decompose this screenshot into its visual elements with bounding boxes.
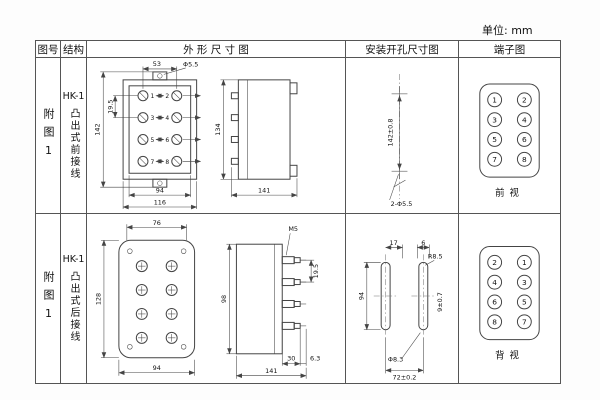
dim-slot-height: 94 <box>357 292 365 300</box>
relay-front-view <box>122 71 198 188</box>
terminal-view-label: 前视 <box>495 187 524 199</box>
terminal-pin: 3 <box>522 278 527 287</box>
terminal-pin: 3 <box>492 115 497 124</box>
dim-height: 128 <box>94 293 102 305</box>
terminal-number: 3 <box>151 115 155 122</box>
dim-offset-small: 6 <box>421 239 425 247</box>
relay-side-view <box>230 79 298 180</box>
dim-top-width: 53 <box>153 60 161 68</box>
terminal-pin: 4 <box>522 115 527 124</box>
terminal-pin: 7 <box>492 155 497 164</box>
terminal-pin: 8 <box>522 155 527 164</box>
terminal-number: 2 <box>165 93 169 100</box>
dim-side-height: 134 <box>214 123 222 135</box>
row1-mounting-cell: 142±0.8 2-Φ5.5 <box>346 58 459 214</box>
dim-width-inner: 94 <box>156 187 164 195</box>
terminal-pin: 7 <box>522 317 527 326</box>
terminal-number: 1 <box>151 93 155 100</box>
dim-side-width: 141 <box>258 187 270 195</box>
dim-stud-length: 30 <box>287 355 295 363</box>
row2-structure: 凸出式后接线 <box>68 271 79 343</box>
row1-terminal-cell: 1 3 5 7 2 4 6 8 前视 <box>459 58 560 214</box>
terminal-pin: 5 <box>522 298 527 307</box>
row1-terminal-diagram: 1 3 5 7 2 4 6 8 前视 <box>479 83 540 199</box>
dim-screw: M5 <box>288 225 298 233</box>
header-mounting: 安装开孔尺寸图 <box>346 41 459 58</box>
dim-side-height: 98 <box>220 295 228 303</box>
terminal-pin: 5 <box>492 135 497 144</box>
relay-side-view-rear <box>235 243 307 355</box>
spec-table: 图号 结构 外 形 尺 寸 图 安装开孔尺寸图 端子图 附图1 HK-1 凸出式… <box>35 40 561 384</box>
row1-outline-drawing: 1 2 3 4 5 6 <box>94 60 298 210</box>
terminal-number: 7 <box>151 159 155 166</box>
header-fig-no: 图号 <box>36 41 61 58</box>
dim-slot-width: 9±0.7 <box>436 292 444 312</box>
terminal-pin: 6 <box>492 298 497 307</box>
terminal-outline <box>479 83 540 178</box>
terminal-number: 6 <box>165 137 169 144</box>
dim-width-outer: 116 <box>154 199 166 207</box>
header-terminal: 端子图 <box>459 41 560 58</box>
terminal-number: 5 <box>151 137 155 144</box>
dim-radius: R8.5 <box>428 252 443 260</box>
terminal-number: 8 <box>165 159 169 166</box>
dim-offset: 17 <box>389 239 397 247</box>
row2-mounting-cell: 17 6 94 R8.5 9±0.7 Φ8.3 72 <box>346 214 459 383</box>
dim-stud-pitch: 19.5 <box>312 264 320 278</box>
row2-model: HK-1 <box>62 254 85 265</box>
terminal-pin: 1 <box>492 96 497 105</box>
dim-slot-spacing: 72±0.2 <box>393 373 417 381</box>
row2-outline-cell: 76 128 94 <box>87 214 346 383</box>
terminal-pin: 8 <box>492 317 497 326</box>
terminal-pin: 4 <box>492 278 497 287</box>
dim-tip: 6.3 <box>310 355 320 363</box>
mount-hole-top <box>157 73 163 79</box>
row1-structure: 凸出式前接线 <box>68 108 79 180</box>
terminal-pin: 6 <box>522 135 527 144</box>
row2-structure-cell: HK-1 凸出式后接线 <box>61 214 87 383</box>
row1-mounting-drawing: 142±0.8 2-Φ5.5 <box>387 74 413 208</box>
row1-model: HK-1 <box>62 91 85 102</box>
mount-hole-bottom <box>157 180 163 186</box>
relay-rear-view <box>118 239 196 359</box>
row2-mounting-drawing: 17 6 94 R8.5 9±0.7 Φ8.3 72 <box>357 239 444 381</box>
row2-terminal-diagram: 2 4 6 8 1 3 5 7 背视 <box>479 246 540 361</box>
dim-hole-spacing: 142±0.8 <box>387 119 395 147</box>
terminal-pin: 2 <box>522 96 527 105</box>
dim-holes-note: 2-Φ5.5 <box>391 200 413 208</box>
front-terminals: 1 2 3 4 5 6 <box>137 90 201 167</box>
row2-fig-no: 附图1 <box>42 270 55 327</box>
dim-hole-dia: Φ5.5 <box>183 60 198 68</box>
dim-pitch: 19.5 <box>107 100 115 114</box>
terminal-pin: 2 <box>492 258 497 267</box>
row1-outline-cell: 1 2 3 4 5 6 <box>87 58 346 214</box>
dim-side-width: 141 <box>265 367 277 375</box>
terminal-number: 4 <box>165 115 169 122</box>
row2-fig-no-cell: 附图1 <box>36 214 61 383</box>
dim-top-width: 76 <box>153 219 161 227</box>
terminal-pin: 1 <box>522 258 527 267</box>
header-structure: 结构 <box>61 41 87 58</box>
dim-height: 142 <box>94 123 102 135</box>
row1-structure-cell: HK-1 凸出式前接线 <box>61 58 87 214</box>
dim-bottom-width: 94 <box>153 364 161 372</box>
header-outline: 外 形 尺 寸 图 <box>87 41 346 58</box>
row1-fig-no: 附图1 <box>42 107 55 164</box>
unit-label: 单位: mm <box>482 24 533 37</box>
terminal-view-label: 背视 <box>495 349 524 361</box>
dim-hole-dia: Φ8.3 <box>388 355 403 363</box>
terminal-outline <box>479 246 540 341</box>
row2-terminal-cell: 2 4 6 8 1 3 5 7 背视 <box>459 214 560 383</box>
row2-outline-drawing: 76 128 94 <box>94 219 320 379</box>
row1-fig-no-cell: 附图1 <box>36 58 61 214</box>
